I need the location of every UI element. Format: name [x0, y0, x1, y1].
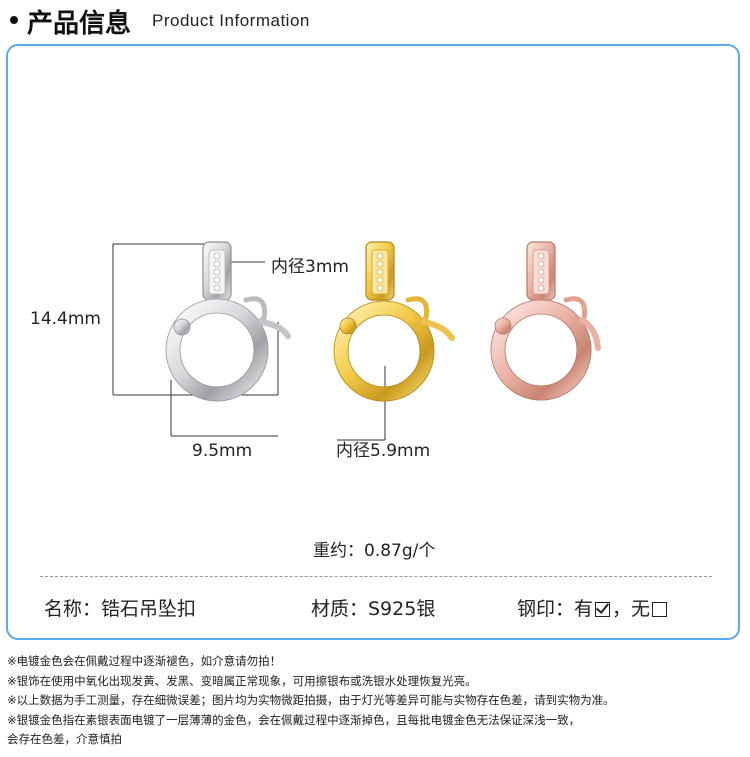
note-line: 会存在色差，介意慎拍 — [7, 732, 122, 746]
note-line: ※银饰在使用中氧化出现发黄、发黑、变暗属正常现象，可用擦银布或洗银水处理恢复光亮… — [7, 673, 477, 688]
clasp-rose-gold — [490, 241, 601, 401]
width-label: 9.5mm — [192, 441, 253, 461]
stamp-no-checkbox — [652, 602, 668, 617]
inner-top-label: 内径3mm — [271, 257, 349, 277]
title-bullet — [10, 16, 18, 24]
header: 产品信息 Product Information — [0, 0, 750, 44]
dimension-lines — [112, 243, 386, 441]
note-line: ※电镀金色会在佩戴过程中逐渐褪色，如介意请勿拍！ — [7, 654, 282, 668]
product-figure — [112, 241, 601, 441]
weight-label: 重约：0.87g/个 — [313, 541, 436, 561]
page-title: 产品信息 — [27, 9, 132, 39]
page-subtitle: Product Information — [152, 11, 310, 30]
spec-name: 名称：锆石吊坠扣 — [44, 598, 197, 620]
inner-ring-label: 内径5.9mm — [336, 441, 431, 461]
note-line: ※银镀金色指在素银表面电镀了一层薄薄的金色，会在佩戴过程中逐渐掉色，且每批电镀金… — [7, 712, 581, 727]
height-label: 14.4mm — [30, 309, 101, 329]
info-card — [6, 44, 740, 640]
stamp-label: 钢印：有 — [517, 598, 594, 620]
divider — [40, 576, 712, 577]
stamp-sep: ，无 — [612, 598, 651, 620]
clasp-silver — [165, 241, 291, 402]
clasp-gold — [333, 241, 455, 402]
spec-stamp: 钢印：有 ，无 — [517, 594, 669, 621]
spec-material: 材质：S925银 — [311, 598, 436, 620]
stamp-yes-checkbox — [595, 602, 611, 617]
notes: ※电镀金色会在佩戴过程中逐渐褪色，如介意请勿拍！ ※银饰在使用中氧化出现发黄、发… — [7, 652, 747, 750]
note-line: ※以上数据为手工测量，存在细微误差；图片均为实物微距拍摄，由于灯光等差异可能与实… — [7, 693, 615, 707]
